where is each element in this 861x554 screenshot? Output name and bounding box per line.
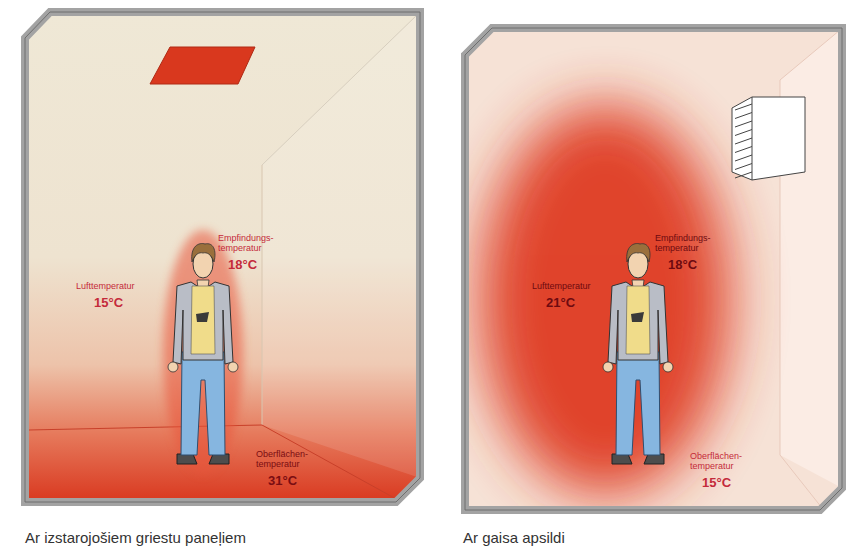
- caption: Ar gaisa apsildi: [463, 530, 565, 547]
- louver: [735, 113, 752, 119]
- ceiling-panel: [150, 47, 255, 84]
- temperature-label: Empfindungs- temperatur: [218, 234, 274, 254]
- temperature-value: 21°C: [546, 296, 575, 310]
- room-frame: [465, 28, 842, 510]
- louver: [735, 104, 752, 110]
- louver: [735, 121, 752, 127]
- warm-air-cloud: [480, 105, 730, 495]
- temperature-label: Lufttemperatur: [76, 282, 135, 292]
- louver: [735, 172, 752, 178]
- illustration-part: [25, 12, 420, 502]
- person: [168, 244, 238, 464]
- louver: [735, 130, 752, 136]
- side-wall: [262, 12, 420, 478]
- temperature-value: 15°C: [94, 296, 123, 310]
- temperature-value: 18°C: [668, 258, 697, 272]
- wall-heater: [732, 97, 805, 180]
- louver: [735, 147, 752, 153]
- room-frame: [25, 12, 420, 502]
- room-frame-line: [465, 28, 842, 510]
- temperature-label: Empfindungs- temperatur: [655, 234, 711, 254]
- temperature-label: Oberflächen- temperatur: [690, 452, 742, 472]
- room-frame-line: [25, 12, 420, 502]
- right-room: [465, 28, 842, 510]
- louver: [735, 138, 752, 144]
- room-edge: [262, 14, 418, 165]
- temperature-label: Oberflächen- temperatur: [256, 450, 308, 470]
- room-edge: [780, 30, 840, 80]
- room-panel: Lufttemperatur 15°C Empfindungs- temperatu…: [0, 0, 440, 554]
- louver: [735, 164, 752, 170]
- temperature-value: 15°C: [702, 476, 731, 490]
- illustration-part: [465, 28, 842, 510]
- room-gradient: [25, 12, 420, 502]
- louver: [735, 155, 752, 161]
- heater-body: [732, 97, 805, 180]
- room-edge: [780, 455, 822, 508]
- left-room: [25, 12, 420, 502]
- temperature-value: 31°C: [268, 474, 297, 488]
- heater-louvers: [735, 104, 752, 178]
- person: [603, 244, 673, 464]
- temperature-label: Lufttemperatur: [532, 282, 591, 292]
- room-edge: [262, 165, 263, 425]
- temperature-value: 18°C: [228, 258, 257, 272]
- room-ground: [465, 28, 842, 510]
- room-panel: Lufttemperatur 21°C Empfindungs- temperatu…: [440, 0, 861, 554]
- caption: Ar izstarojošiem griestu paneļiem: [25, 530, 246, 547]
